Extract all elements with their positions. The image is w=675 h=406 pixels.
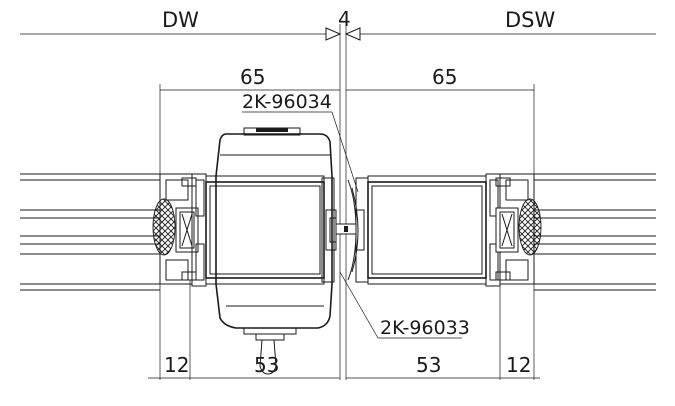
left-edge-value: 12 xyxy=(164,353,189,377)
left-gasket xyxy=(152,198,176,256)
right-gasket xyxy=(518,198,542,256)
gap-arrow-left xyxy=(325,27,342,41)
left-profile-label: DW xyxy=(162,8,199,32)
left-sash-profile xyxy=(191,173,337,287)
right-outer-frame xyxy=(495,173,542,285)
upper-part-callout: 2K-96034 xyxy=(242,91,359,193)
gap-arrow-right xyxy=(344,27,361,41)
left-width-value: 65 xyxy=(240,65,265,89)
right-body-value: 53 xyxy=(416,353,441,377)
gap-dimension: 4 xyxy=(325,7,361,380)
left-glazing-lines xyxy=(20,173,160,291)
lower-part-label: 2K-96033 xyxy=(380,317,470,339)
width-dimension-lines xyxy=(159,84,535,380)
gap-dimension-value: 4 xyxy=(338,7,351,31)
right-edge-value: 12 xyxy=(506,353,531,377)
right-glazing-lines xyxy=(534,173,656,291)
center-connector xyxy=(335,179,359,281)
right-profile-label: DSW xyxy=(505,8,556,32)
lower-part-callout: 2K-96033 xyxy=(339,271,470,339)
left-outer-frame xyxy=(152,173,199,285)
right-width-value: 65 xyxy=(432,65,457,89)
right-sash-profile xyxy=(355,173,501,287)
left-body-value: 53 xyxy=(254,353,279,377)
handle-body xyxy=(215,127,333,375)
upper-part-label: 2K-96034 xyxy=(242,91,332,113)
